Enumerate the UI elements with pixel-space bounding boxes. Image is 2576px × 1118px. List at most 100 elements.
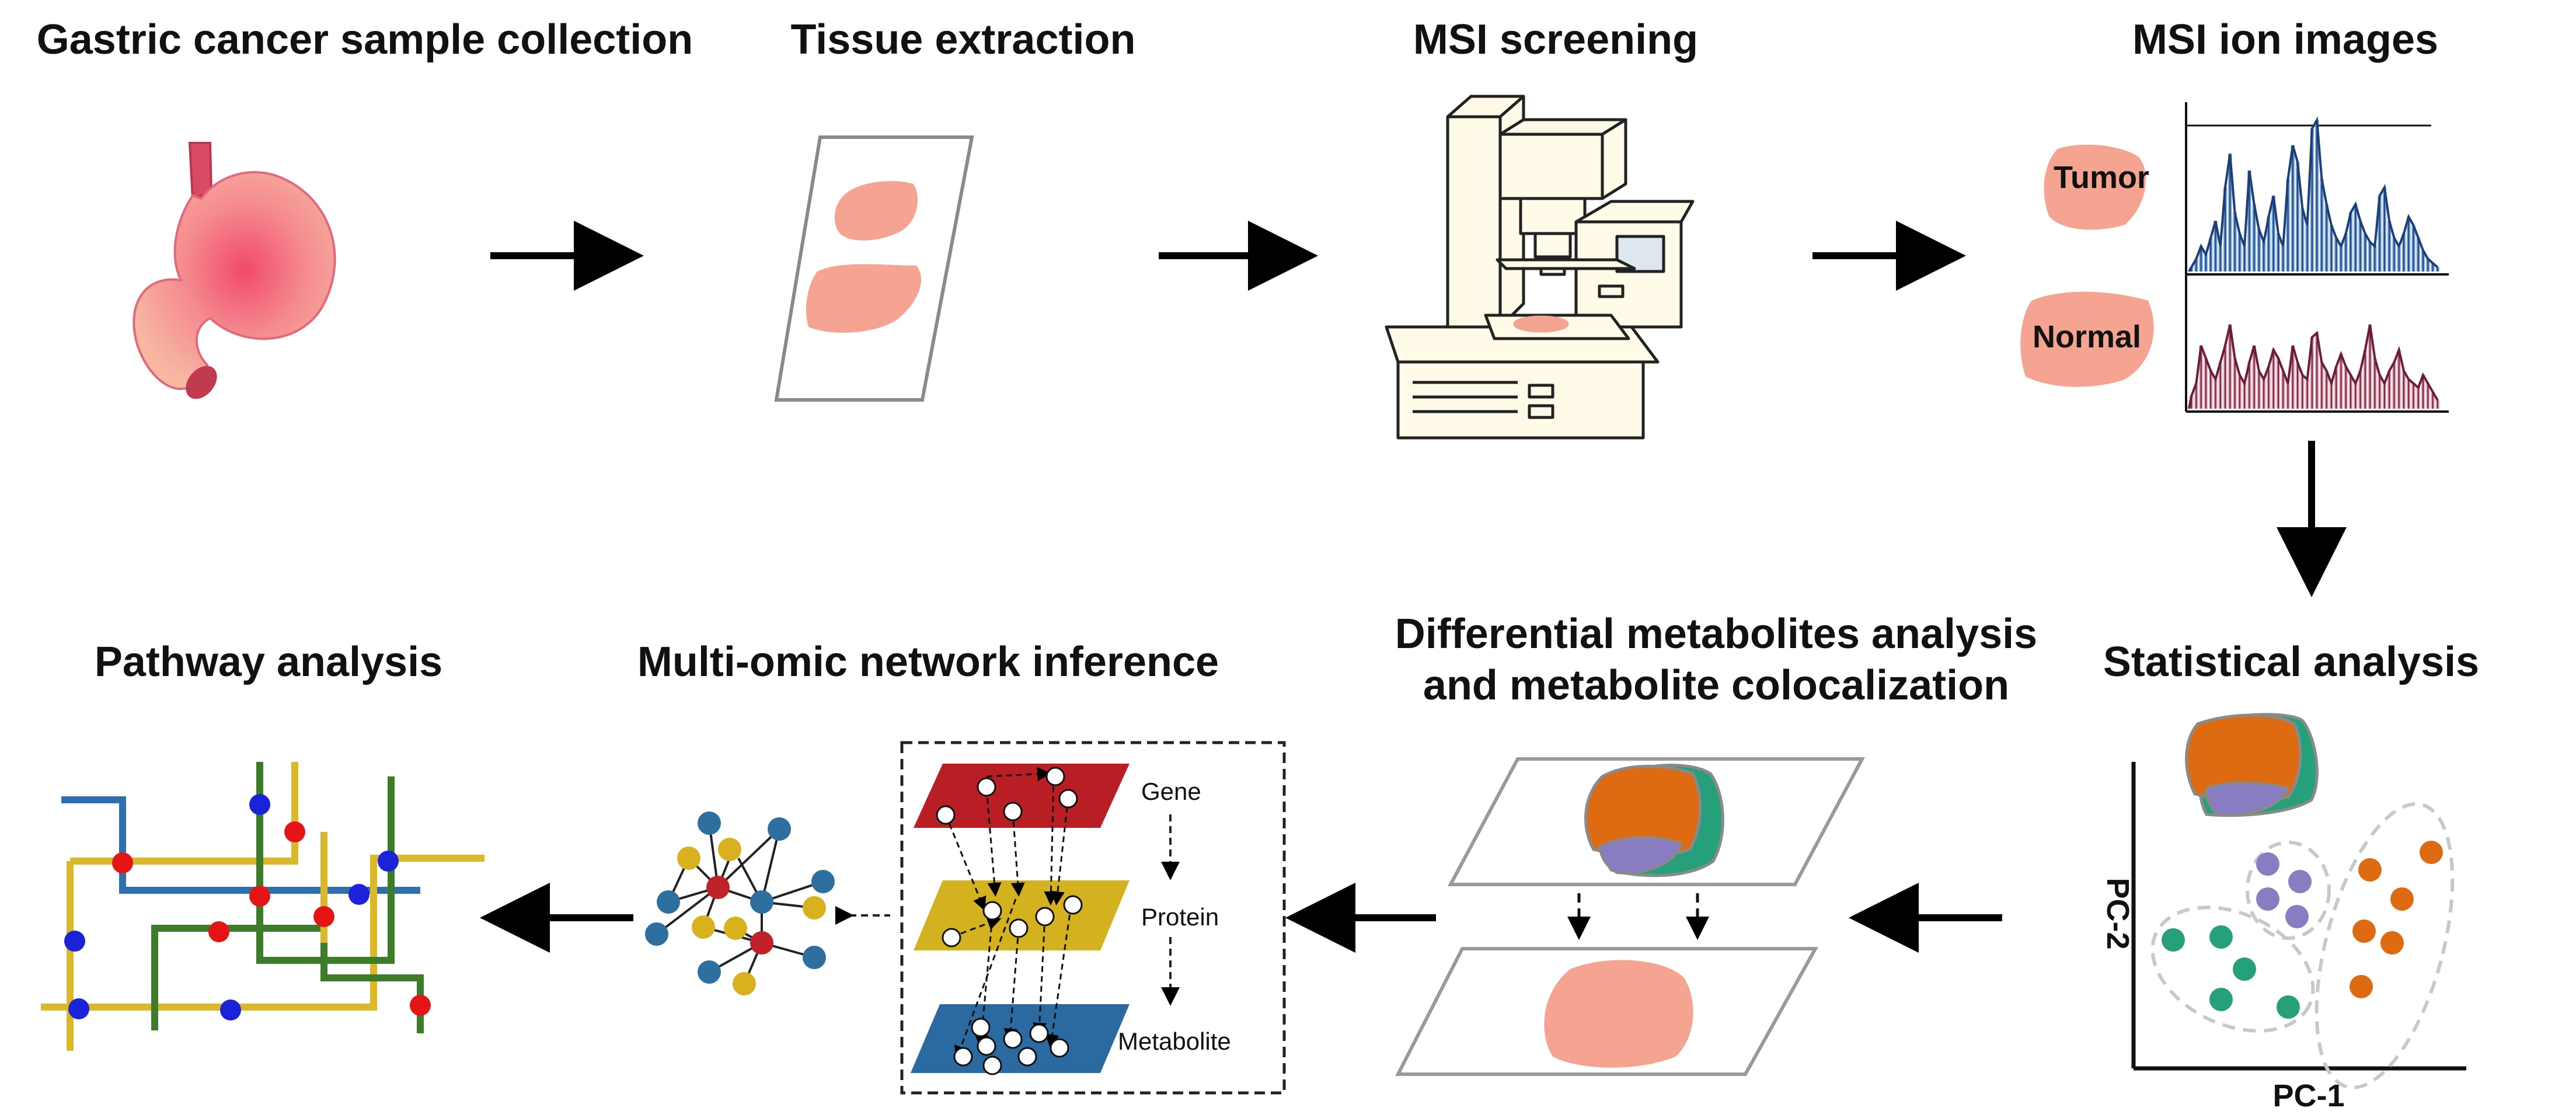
pathway-node xyxy=(378,851,399,872)
pathway-node xyxy=(68,998,89,1019)
pca-point xyxy=(2288,870,2312,893)
title-pathway: Pathway analysis xyxy=(95,639,442,685)
layer-node xyxy=(942,928,961,948)
pathway-node xyxy=(249,794,270,815)
spectrum-normal xyxy=(2188,324,2439,409)
spectrum-tumor xyxy=(2188,116,2439,272)
pca-point xyxy=(2233,957,2256,981)
pca-point xyxy=(2350,975,2373,998)
pathway-node xyxy=(348,884,370,905)
cluster-purple-outline xyxy=(2246,841,2331,940)
layer-node xyxy=(982,901,1002,921)
layers-box xyxy=(900,741,1286,1095)
network-node xyxy=(768,817,791,841)
pca-point xyxy=(2209,988,2233,1011)
layer-node xyxy=(971,1018,991,1037)
ion-images: Tumor Normal xyxy=(2020,102,2449,413)
pathway-node xyxy=(112,852,133,873)
pca-brain-orange xyxy=(2185,713,2302,802)
gene-layer xyxy=(914,764,1130,828)
network-node xyxy=(677,847,700,870)
title-differential-2: and metabolite colocalization xyxy=(1423,662,2009,709)
layer-node xyxy=(1050,1038,1069,1058)
tissue-piece-1 xyxy=(834,181,918,241)
title-extraction: Tissue extraction xyxy=(791,16,1136,63)
tumor-label: Tumor xyxy=(2054,160,2149,195)
pca-point xyxy=(2256,852,2279,876)
pca-plot: PC-1 PC-2 xyxy=(2100,713,2466,1113)
pathway-node xyxy=(208,921,229,942)
pca-point xyxy=(2420,841,2443,864)
metabolite-label: Metabolite xyxy=(1118,1028,1231,1055)
layer-node xyxy=(982,1056,1002,1075)
pathway-node xyxy=(249,886,270,907)
pathway-map xyxy=(41,762,484,1051)
layer-node xyxy=(1003,802,1023,821)
network-node xyxy=(692,915,715,939)
tumor-tissue xyxy=(2044,144,2146,230)
protein-label: Protein xyxy=(1141,903,1219,931)
pca-point xyxy=(2352,920,2376,943)
pca-point xyxy=(2209,925,2233,949)
pathway-node xyxy=(220,999,241,1021)
network-node xyxy=(750,890,773,914)
pca-point xyxy=(2162,928,2185,952)
pca-point xyxy=(2277,995,2300,1019)
spectrum-outline xyxy=(2188,116,2439,272)
network-node xyxy=(750,931,773,955)
title-ion-images: MSI ion images xyxy=(2132,16,2438,63)
title-statistical: Statistical analysis xyxy=(2103,639,2479,685)
layer-node xyxy=(1045,767,1065,786)
title-differential-1: Differential metabolites analysis xyxy=(1395,611,2037,657)
layer-node xyxy=(1009,918,1029,938)
layer-node xyxy=(1063,895,1083,915)
cluster-green-outline xyxy=(2150,905,2315,1033)
layer-node xyxy=(977,777,996,797)
stomach-icon xyxy=(133,142,336,399)
network-node xyxy=(718,838,741,861)
network-node xyxy=(657,890,680,914)
pca-ylabel: PC-2 xyxy=(2100,877,2135,949)
pathway-node xyxy=(313,906,334,927)
pca-point xyxy=(2390,887,2414,911)
layer-node xyxy=(1058,789,1078,809)
normal-label: Normal xyxy=(2033,319,2141,354)
pca-point xyxy=(2256,887,2279,911)
title-collection: Gastric cancer sample collection xyxy=(37,16,693,63)
layer-node xyxy=(953,1047,973,1067)
slide-icon xyxy=(774,135,974,402)
layer-node xyxy=(936,805,956,825)
network-node xyxy=(724,917,747,940)
multi-omic-network: Gene Protein Metabolite xyxy=(645,741,1286,1095)
gene-label: Gene xyxy=(1141,778,1201,805)
cluster-orange-outline xyxy=(2314,802,2455,1089)
layer-node xyxy=(1003,1029,1023,1049)
network-node xyxy=(645,922,668,946)
network-node xyxy=(706,876,730,899)
layer-node xyxy=(977,1036,996,1056)
title-network: Multi-omic network inference xyxy=(637,639,1219,685)
network-node xyxy=(698,960,721,984)
layer-node xyxy=(1017,1047,1037,1067)
network-node xyxy=(811,870,835,893)
pathway-node xyxy=(64,931,85,952)
network-node xyxy=(733,972,756,995)
network-node xyxy=(803,896,826,920)
spectrum-outline xyxy=(2188,324,2439,409)
pca-brain-purple xyxy=(2205,781,2290,816)
pca-xlabel: PC-1 xyxy=(2272,1078,2344,1113)
tissue-piece-2 xyxy=(806,264,922,333)
mass-spectrometer-icon xyxy=(1385,95,1695,440)
layer-node xyxy=(1029,1023,1049,1043)
pathway-node xyxy=(284,821,305,842)
layer-node xyxy=(1035,907,1055,927)
network-node xyxy=(803,946,826,969)
colocalization-panel xyxy=(1395,757,1866,1076)
network-node xyxy=(698,811,721,835)
pca-point xyxy=(2358,858,2382,882)
tissue-lower xyxy=(1544,960,1693,1068)
title-screening: MSI screening xyxy=(1413,16,1698,63)
normal-tissue xyxy=(2020,291,2154,387)
pca-point xyxy=(2380,931,2404,955)
